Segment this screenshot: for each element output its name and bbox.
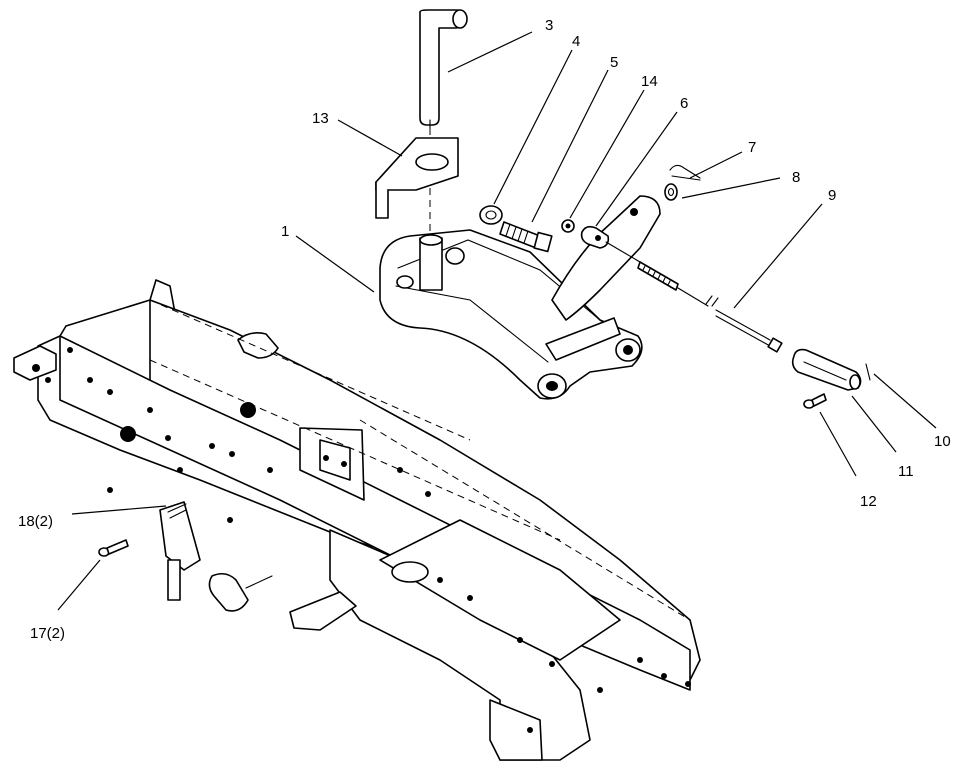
locknut-part-14 (561, 219, 575, 233)
pivot-arm-part-1 (379, 195, 661, 400)
bolt-part-17 (98, 539, 129, 557)
callout-18: 18(2) (18, 513, 53, 530)
main-frame (13, 279, 701, 761)
callout-13: 13 (312, 110, 329, 127)
callout-14: 14 (641, 73, 658, 90)
callout-11: 11 (898, 463, 914, 480)
callout-7: 7 (748, 139, 756, 156)
bracket-part-13 (375, 137, 459, 219)
washer-part-8 (664, 183, 678, 201)
callout-4: 4 (572, 33, 580, 50)
callout-6: 6 (680, 95, 688, 112)
swivel-part-6 (580, 225, 610, 249)
callout-17: 17(2) (30, 625, 65, 642)
callout-9: 9 (828, 187, 836, 204)
clevis-part-11 (791, 348, 862, 391)
pin-part-3 (419, 9, 468, 129)
callout-10: 10 (934, 433, 951, 450)
clevispin-part-12 (803, 393, 827, 409)
nut-part-4 (479, 205, 503, 225)
callout-3: 3 (545, 17, 553, 34)
callout-8: 8 (792, 169, 800, 186)
callout-1: 1 (281, 223, 289, 240)
bolt-part-5 (499, 221, 553, 253)
callout-5: 5 (610, 54, 618, 71)
callout-labels: 1 3 4 5 6 7 8 9 10 11 12 13 14 17(2) 18(… (18, 17, 951, 642)
clip-part-7 (669, 164, 701, 181)
callout-12: 12 (860, 493, 877, 510)
leader-lines (57, 31, 937, 611)
pin-part-18 (167, 503, 187, 519)
cable-part-9 (605, 241, 783, 353)
cotter-part-10 (865, 363, 871, 381)
